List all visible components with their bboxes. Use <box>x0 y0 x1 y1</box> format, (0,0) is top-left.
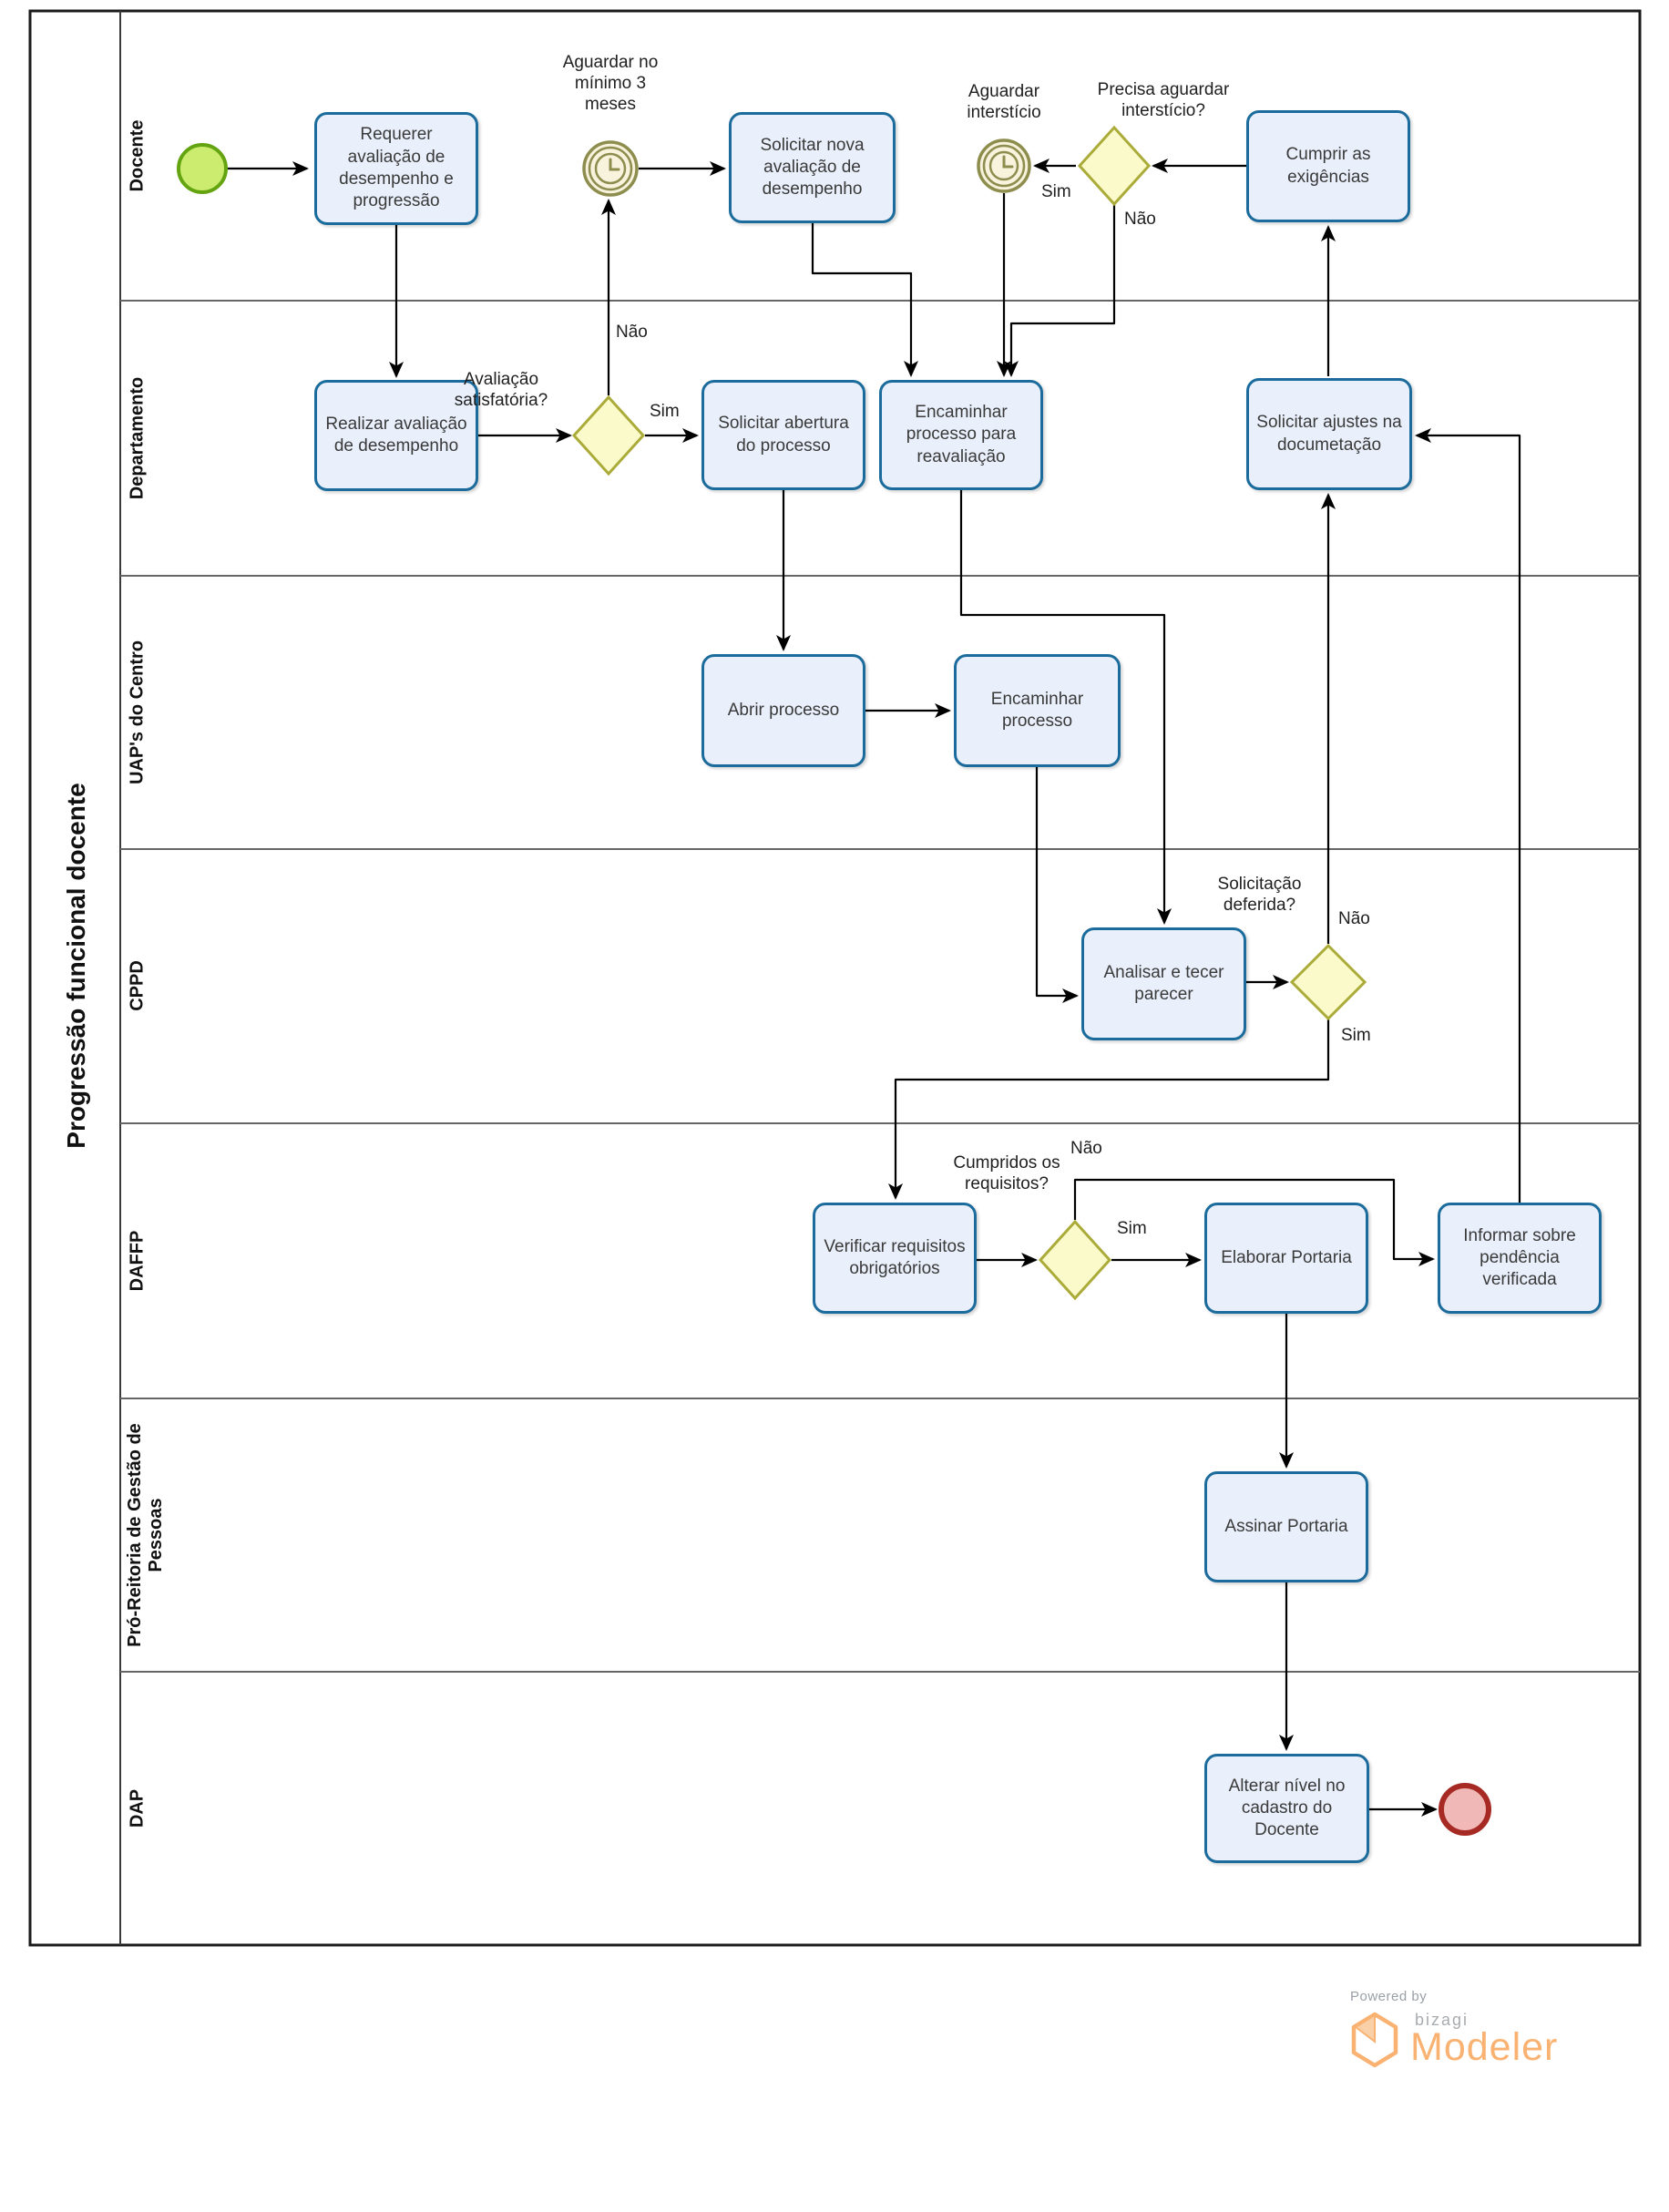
task-solicitar-ajustes[interactable]: Solicitar ajustes na documetação <box>1246 378 1412 490</box>
flow-gw-cumpridos-nao-to-informar[interactable] <box>1073 1178 1435 1266</box>
task-elaborar-portaria[interactable]: Elaborar Portaria <box>1204 1203 1368 1314</box>
branch-label-nao: Não <box>616 323 648 342</box>
pool-title: Progressão funcional docente <box>62 783 90 1149</box>
branch-label-nao: Não <box>1124 210 1156 229</box>
task-alterar-nivel[interactable]: Alterar nível no cadastro do Docente <box>1204 1754 1369 1863</box>
bizagi-modeler-logo: Powered by bizagi Modeler <box>1294 1989 1594 2089</box>
lane-label-cppd: CPPD <box>127 960 148 1011</box>
timer-intersticio-label: Aguardar interstício <box>967 82 1041 122</box>
lane-label-pro-reitoria: Pró-Reitoria de Gestão de Pessoas <box>125 1423 166 1647</box>
task-encaminhar-reavaliacao[interactable]: Encaminhar processo para reavaliação <box>879 380 1043 490</box>
gateway-avaliacao-satisfatoria[interactable] <box>571 394 646 476</box>
flow-gw-precisa-nao-to-reavaliacao[interactable] <box>1004 204 1116 377</box>
task-analisar-parecer[interactable]: Analisar e tecer parecer <box>1081 927 1246 1040</box>
task-verificar-requisitos[interactable]: Verificar requisitos obrigatórios <box>813 1203 977 1314</box>
lane-label-uaps-centro: UAP's do Centro <box>127 640 148 785</box>
timer-minimo-label: Aguardar no mínimo 3 meses <box>562 53 659 114</box>
gateway-question-precisa: Precisa aguardar interstício? <box>1097 80 1230 120</box>
modeler-product-text: Modeler <box>1410 2025 1559 2069</box>
flow-solicitar-nova-to-reavaliacao[interactable] <box>811 223 918 377</box>
branch-label-sim: Sim <box>1117 1219 1147 1238</box>
branch-label-sim: Sim <box>650 402 680 421</box>
gateway-solicitacao-deferida[interactable] <box>1289 943 1367 1021</box>
end-event[interactable] <box>1439 1783 1491 1836</box>
start-event[interactable] <box>177 143 228 194</box>
flow-encaminhar-to-analisar[interactable] <box>1035 767 1079 1003</box>
branch-label-nao: Não <box>1070 1139 1102 1158</box>
lane-label-daffp: DAFFP <box>127 1230 148 1292</box>
task-cumprir-exigencias[interactable]: Cumprir as exigências <box>1246 110 1410 222</box>
bizagi-brand-text: bizagi <box>1415 2011 1469 2029</box>
lane-label-docente: Docente <box>127 119 148 192</box>
gateway-question-avaliacao: Avaliação satisfatória? <box>454 370 548 410</box>
lane-label-departamento: Departamento <box>127 376 148 500</box>
flow-informar-to-ajustes[interactable] <box>1415 428 1521 1203</box>
timer-event-intersticio[interactable] <box>977 138 1031 193</box>
flow-reavaliacao-to-analisar[interactable] <box>959 490 1172 925</box>
pool-border <box>28 9 1642 1947</box>
task-solicitar-nova-avaliacao[interactable]: Solicitar nova avaliação de desempenho <box>729 112 896 223</box>
bizagi-hexagon-icon <box>1351 2012 1398 2068</box>
task-solicitar-abertura[interactable]: Solicitar abertura do processo <box>701 380 865 490</box>
task-abrir-processo[interactable]: Abrir processo <box>701 654 865 767</box>
gateway-question-cumpridos: Cumpridos os requisitos? <box>953 1153 1060 1193</box>
gateway-precisa-aguardar-intersticio[interactable] <box>1077 125 1152 207</box>
task-requerer-avaliacao[interactable]: Requerer avaliação de desempenho e progr… <box>314 112 478 225</box>
branch-label-sim: Sim <box>1041 182 1071 201</box>
branch-label-nao: Não <box>1338 909 1370 928</box>
gateway-question-deferida: Solicitação deferida? <box>1217 875 1302 915</box>
branch-label-sim: Sim <box>1341 1026 1371 1045</box>
timer-event-minimo-3-meses[interactable] <box>582 140 639 197</box>
gateway-cumpridos-requisitos[interactable] <box>1038 1219 1112 1301</box>
task-informar-pendencia[interactable]: Informar sobre pendência verificada <box>1438 1203 1602 1314</box>
lane-label-dap: DAP <box>127 1788 148 1828</box>
flow-gw-deferida-sim-to-verificar[interactable] <box>888 1019 1330 1200</box>
task-realizar-avaliacao[interactable]: Realizar avaliação de desempenho <box>314 380 478 491</box>
task-encaminhar-processo[interactable]: Encaminhar processo <box>954 654 1121 767</box>
task-assinar-portaria[interactable]: Assinar Portaria <box>1204 1471 1368 1582</box>
powered-by-text: Powered by <box>1350 1989 1428 2004</box>
